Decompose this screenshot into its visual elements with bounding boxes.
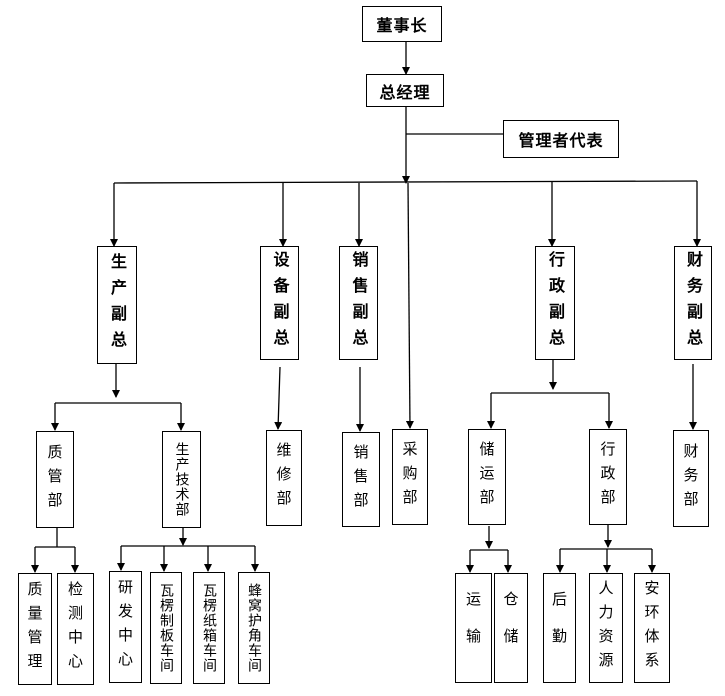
warehouse-label: 仓储: [501, 591, 520, 665]
warehouse-box: 仓储: [494, 573, 528, 683]
production-vp-box: 生产副总: [97, 246, 137, 364]
sales-dept-box: 销售部: [342, 432, 380, 527]
corrugated-carton-workshop-box: 瓦楞纸箱车间: [193, 572, 225, 684]
maintenance-dept-label: 维修部: [274, 442, 293, 514]
equipment-vp-box: 设备副总: [260, 246, 299, 360]
production-vp-label: 生产副总: [108, 253, 127, 357]
finance-dept-label: 财务部: [681, 442, 700, 515]
rnd-center-label: 研发中心: [116, 579, 134, 675]
chairman-box: 董事长: [362, 6, 442, 42]
rnd-center-box: 研发中心: [109, 571, 142, 683]
production-tech-dept-label: 生产技术部: [173, 442, 190, 517]
admin-vp-box: 行政副总: [535, 246, 575, 360]
chairman-label: 董事长: [376, 16, 428, 35]
maintenance-dept-box: 维修部: [266, 430, 302, 526]
logistics-box: 后勤: [543, 573, 576, 683]
general-manager-label: 总经理: [379, 82, 431, 102]
sales-vp-label: 销售副总: [349, 251, 369, 355]
general-manager-box: 总经理: [366, 74, 444, 107]
finance-vp-box: 财务副总: [674, 246, 712, 360]
finance-vp-label: 财务副总: [684, 251, 703, 355]
storage-transport-dept-box: 储运部: [468, 429, 506, 525]
quality-dept-box: 质管部: [36, 431, 74, 528]
logistics-label: 后勤: [550, 591, 568, 665]
human-resources-label: 人力资源: [596, 580, 615, 676]
honeycomb-corner-workshop-box: 蜂窝护角车间: [238, 572, 270, 684]
transport-box: 运输: [455, 573, 492, 683]
equipment-vp-label: 设备副总: [270, 251, 290, 355]
storage-transport-dept-label: 储运部: [477, 441, 496, 513]
purchasing-dept-label: 采购部: [400, 441, 419, 513]
purchasing-dept-box: 采购部: [392, 429, 428, 525]
corrugated-carton-workshop-label: 瓦楞纸箱车间: [201, 583, 217, 673]
testing-center-label: 检测中心: [66, 581, 84, 677]
quality-management-label: 质量管理: [25, 581, 44, 677]
production-tech-dept-box: 生产技术部: [162, 431, 201, 528]
management-rep-box: 管理者代表: [503, 120, 619, 158]
administration-dept-box: 行政部: [589, 429, 627, 525]
sales-vp-box: 销售副总: [339, 246, 378, 360]
human-resources-box: 人力资源: [589, 573, 623, 683]
honeycomb-corner-workshop-label: 蜂窝护角车间: [246, 583, 262, 673]
safety-environment-box: 安环体系: [634, 573, 670, 683]
safety-environment-label: 安环体系: [642, 580, 661, 676]
quality-dept-label: 质管部: [45, 443, 64, 516]
corrugated-board-workshop-box: 瓦楞制板车间: [150, 572, 182, 684]
administration-dept-label: 行政部: [598, 441, 617, 513]
testing-center-box: 检测中心: [57, 573, 94, 685]
finance-dept-box: 财务部: [673, 430, 709, 527]
transport-label: 运输: [464, 591, 482, 665]
admin-vp-label: 行政副总: [546, 251, 565, 355]
quality-management-box: 质量管理: [18, 573, 52, 685]
corrugated-board-workshop-label: 瓦楞制板车间: [158, 583, 174, 673]
management-rep-label: 管理者代表: [518, 131, 604, 150]
sales-dept-label: 销售部: [351, 443, 370, 516]
